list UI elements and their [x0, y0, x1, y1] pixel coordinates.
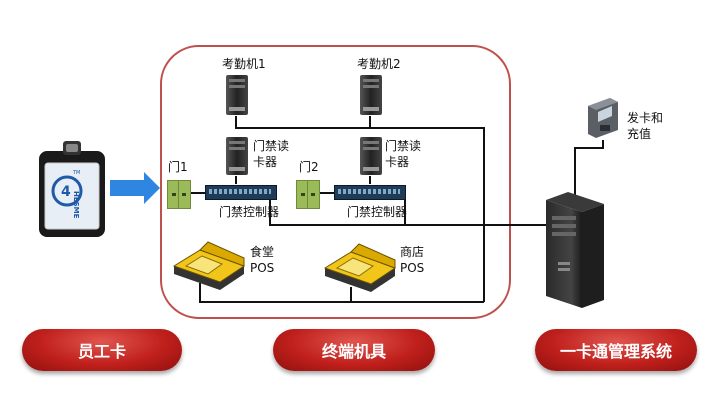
- arrow-right-icon: [110, 172, 160, 204]
- door-2-icon: [296, 180, 320, 209]
- card-reader-2-label: 门禁读卡器: [385, 139, 422, 169]
- attendance-machine-2-icon: [359, 74, 383, 116]
- door-controller-2-icon: [334, 185, 406, 200]
- svg-text:4: 4: [61, 184, 71, 200]
- canteen-pos-icon: [170, 238, 248, 290]
- card-reader-1-label: 门禁读卡器: [253, 139, 290, 169]
- terminal-devices-pill: 终端机具: [273, 329, 435, 371]
- shop-pos-icon: [321, 240, 399, 292]
- door-controller-1-label: 门禁控制器: [219, 205, 280, 219]
- employee-card-icon: 4 HESME TM: [33, 139, 111, 239]
- door-controller-2-label: 门禁控制器: [347, 205, 408, 219]
- door-1-label: 门1: [168, 160, 188, 174]
- card-management-system-pill: 一卡通管理系统: [535, 329, 697, 371]
- card-issuer-label: 发卡和充值: [627, 111, 664, 141]
- terminal-frame: [160, 45, 511, 319]
- attendance-1-label: 考勤机1: [222, 57, 266, 71]
- brand-text: HESME: [72, 191, 80, 219]
- card-issuer-icon: [584, 96, 622, 138]
- shop-pos-label: 商店POS: [400, 245, 425, 275]
- door-2-label: 门2: [299, 160, 319, 174]
- server-tower-icon: [538, 190, 608, 310]
- trademark-text: TM: [73, 170, 81, 176]
- canteen-pos-label: 食堂POS: [250, 245, 275, 275]
- door-controller-1-icon: [205, 185, 277, 200]
- attendance-2-label: 考勤机2: [357, 57, 401, 71]
- door-1-icon: [167, 180, 191, 209]
- attendance-machine-1-icon: [225, 74, 249, 116]
- card-reader-2-icon: [359, 136, 383, 176]
- employee-card-pill: 员工卡: [22, 329, 182, 371]
- card-reader-1-icon: [225, 136, 249, 176]
